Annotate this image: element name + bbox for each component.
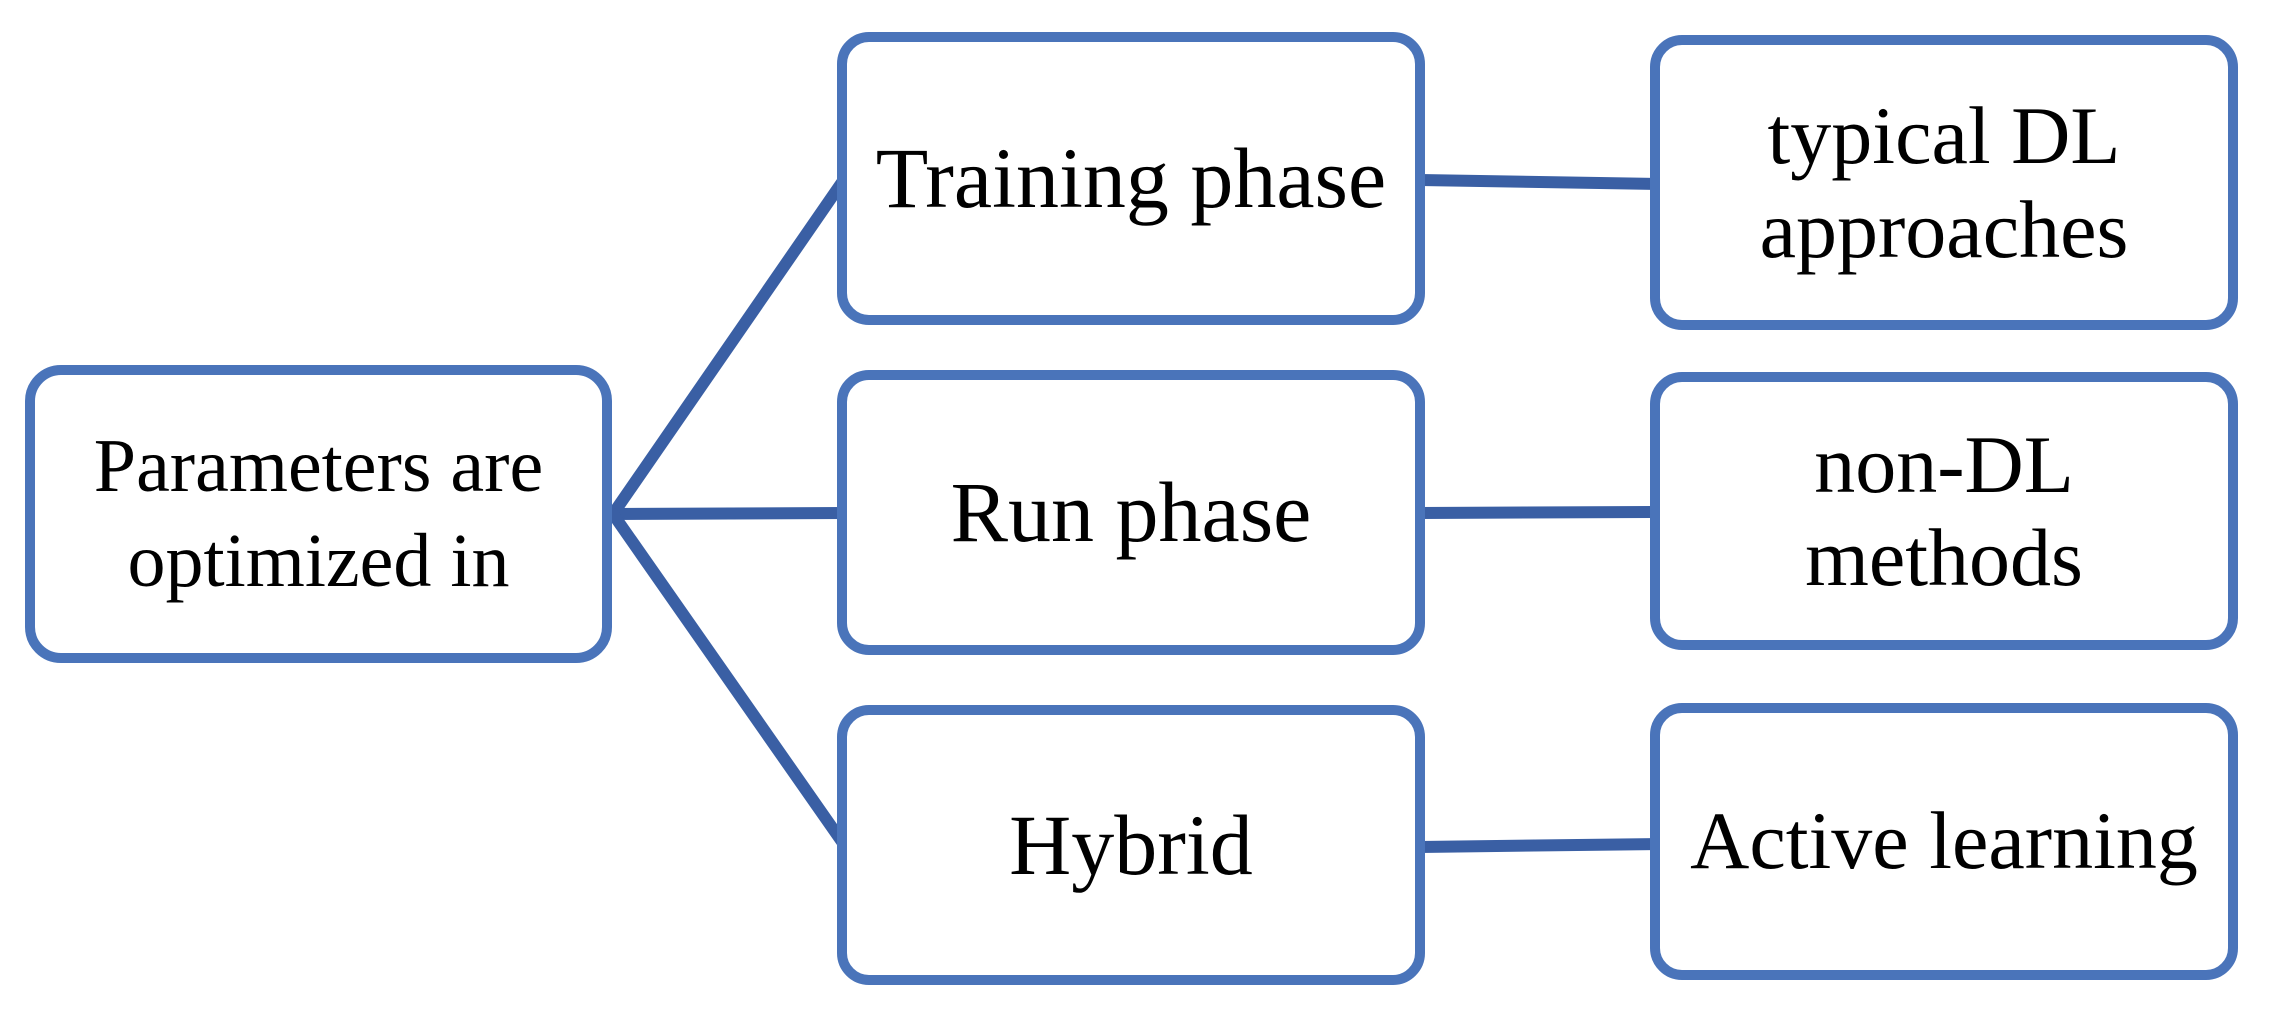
node-active-learning-label: Active learning — [1690, 795, 2198, 887]
connector-run-to-non-dl — [1414, 506, 1663, 519]
node-run-phase-label: Run phase — [950, 464, 1312, 561]
node-non-dl-methods-label: non-DL methods — [1805, 418, 2083, 603]
node-training-phase-label: Training phase — [875, 130, 1387, 227]
node-parameters-root-label: Parameters are optimized in — [93, 424, 544, 603]
connector-root-to-run — [607, 507, 851, 520]
node-typical-dl-approaches-label: typical DL approaches — [1759, 90, 2129, 275]
connector-training-to-typical-dl — [1414, 174, 1663, 190]
node-training-phase: Training phase — [837, 32, 1425, 325]
connector-root-to-hybrid — [607, 508, 851, 852]
connector-hybrid-to-active-learning — [1414, 838, 1663, 853]
node-hybrid: Hybrid — [837, 705, 1425, 985]
node-non-dl-methods: non-DL methods — [1650, 372, 2238, 650]
node-active-learning: Active learning — [1650, 703, 2238, 980]
node-typical-dl-approaches: typical DL approaches — [1650, 35, 2238, 330]
connector-root-to-training — [607, 172, 851, 520]
node-run-phase: Run phase — [837, 370, 1425, 655]
node-parameters-root: Parameters are optimized in — [25, 365, 612, 663]
node-hybrid-label: Hybrid — [1009, 796, 1253, 893]
